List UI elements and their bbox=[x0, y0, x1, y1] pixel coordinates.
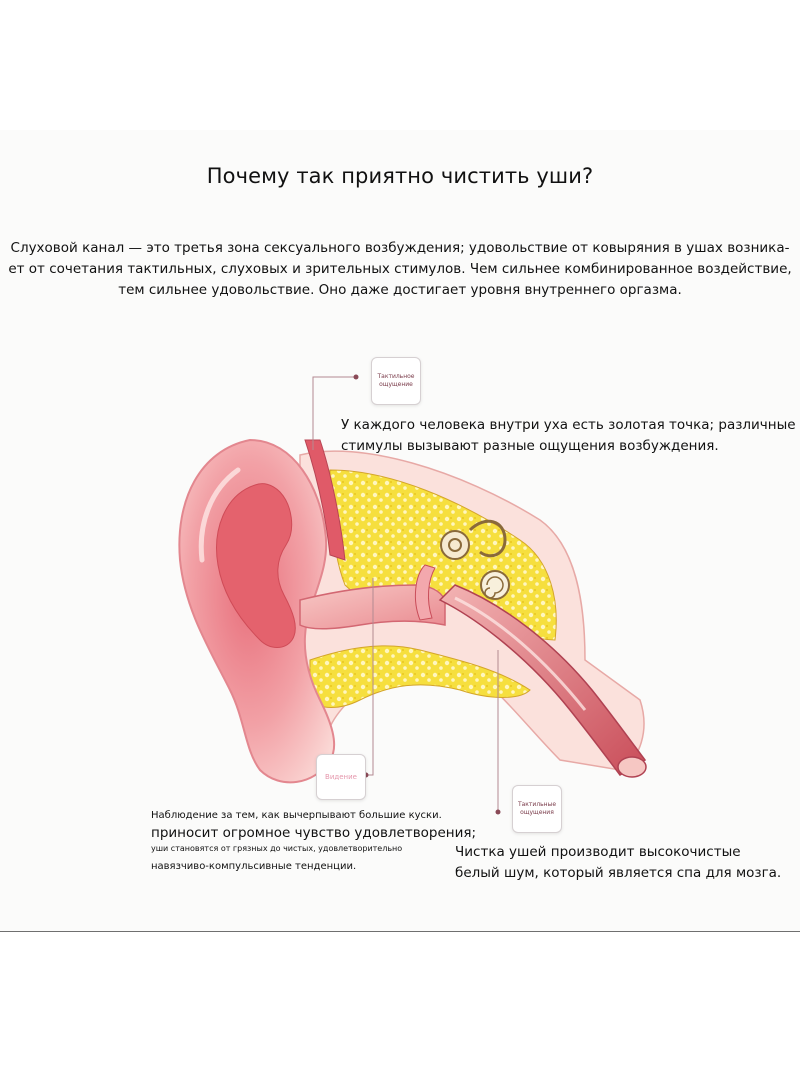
golden-point-note: У каждого человека внутри уха есть золот… bbox=[341, 415, 796, 457]
tactile-label-top: Тактильное ощущение bbox=[371, 357, 421, 405]
note-line: белый шум, который является спа для мозг… bbox=[455, 865, 782, 881]
page-title: Почему так приятно чистить уши? bbox=[206, 164, 594, 188]
cochlea bbox=[480, 570, 510, 600]
note-line: уши становятся от грязных до чистых, удо… bbox=[151, 844, 403, 853]
sound-note: Чистка ушей производит высокочистые белы… bbox=[455, 842, 781, 884]
tube-opening bbox=[617, 756, 647, 778]
upper-tissue bbox=[304, 439, 346, 561]
ear-inner-fold bbox=[216, 483, 296, 648]
cochlea-spiral bbox=[484, 576, 504, 599]
tag-text: ощущения bbox=[520, 809, 554, 816]
intro-text: Слуховой канал — это третья зона сексуал… bbox=[0, 238, 800, 301]
tag-text: Тактильное bbox=[377, 373, 415, 380]
ear-helix-highlight bbox=[198, 467, 241, 563]
ossicle bbox=[440, 530, 470, 560]
note-line: Наблюдение за тем, как вычерпывают больш… bbox=[151, 810, 442, 821]
divider bbox=[0, 931, 800, 932]
tactile-label-bottom: Тактильные ощущения bbox=[512, 785, 562, 833]
vision-label: Видение bbox=[316, 754, 366, 800]
leader-line-tactile-top bbox=[312, 376, 356, 450]
tag-text: Тактильные bbox=[517, 801, 557, 808]
eardrum bbox=[414, 564, 436, 621]
semicircular-canal bbox=[468, 519, 507, 558]
tube-highlight bbox=[454, 596, 587, 711]
intro-line: Слуховой канал — это третья зона сексуал… bbox=[10, 240, 790, 256]
temporal-bone-lower bbox=[309, 645, 531, 708]
tag-text: Видение bbox=[325, 773, 357, 781]
note-line: навязчиво-компульсивные тенденции. bbox=[151, 861, 357, 872]
note-line: Чистка ушей производит высокочистые bbox=[455, 844, 741, 860]
eustachian-tube bbox=[438, 584, 647, 776]
intro-line: ет от сочетания тактильных, слуховых и з… bbox=[8, 261, 792, 277]
note-line: стимулы вызывают разные ощущения возбужд… bbox=[341, 438, 719, 454]
note-line: У каждого человека внутри уха есть золот… bbox=[341, 417, 796, 433]
intro-line: тем сильнее удовольствие. Оно даже дости… bbox=[118, 282, 682, 298]
tag-text: ощущение bbox=[379, 381, 413, 388]
ossicle-center bbox=[448, 538, 462, 552]
leader-dot bbox=[353, 374, 359, 380]
note-line: приносит огромное чувство удовлетворения… bbox=[151, 825, 477, 841]
leader-dot bbox=[495, 809, 501, 815]
